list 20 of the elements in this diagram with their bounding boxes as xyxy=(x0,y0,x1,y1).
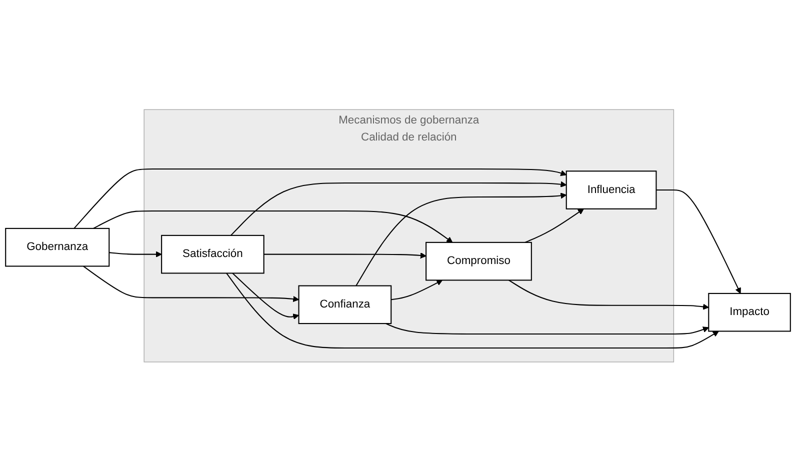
arrow xyxy=(230,180,567,236)
arrow xyxy=(386,322,709,334)
arrow xyxy=(93,210,453,242)
node-box: Gobernanza xyxy=(5,228,110,266)
arrow xyxy=(232,272,300,320)
node-box: Satisfacción xyxy=(161,234,264,274)
node-box: Impacto xyxy=(708,292,791,332)
arrow xyxy=(356,192,567,286)
arrow xyxy=(524,208,584,243)
arrow xyxy=(264,252,426,258)
arrow xyxy=(226,272,719,348)
arrow xyxy=(109,250,162,258)
arrow xyxy=(74,168,567,228)
arrow xyxy=(83,265,300,302)
node-box: Compromiso xyxy=(426,242,532,280)
arrow xyxy=(656,189,741,294)
node-box: Influencia xyxy=(566,170,657,210)
arrow xyxy=(391,280,443,300)
node-box: Confianza xyxy=(298,284,392,324)
arrow xyxy=(508,279,709,310)
